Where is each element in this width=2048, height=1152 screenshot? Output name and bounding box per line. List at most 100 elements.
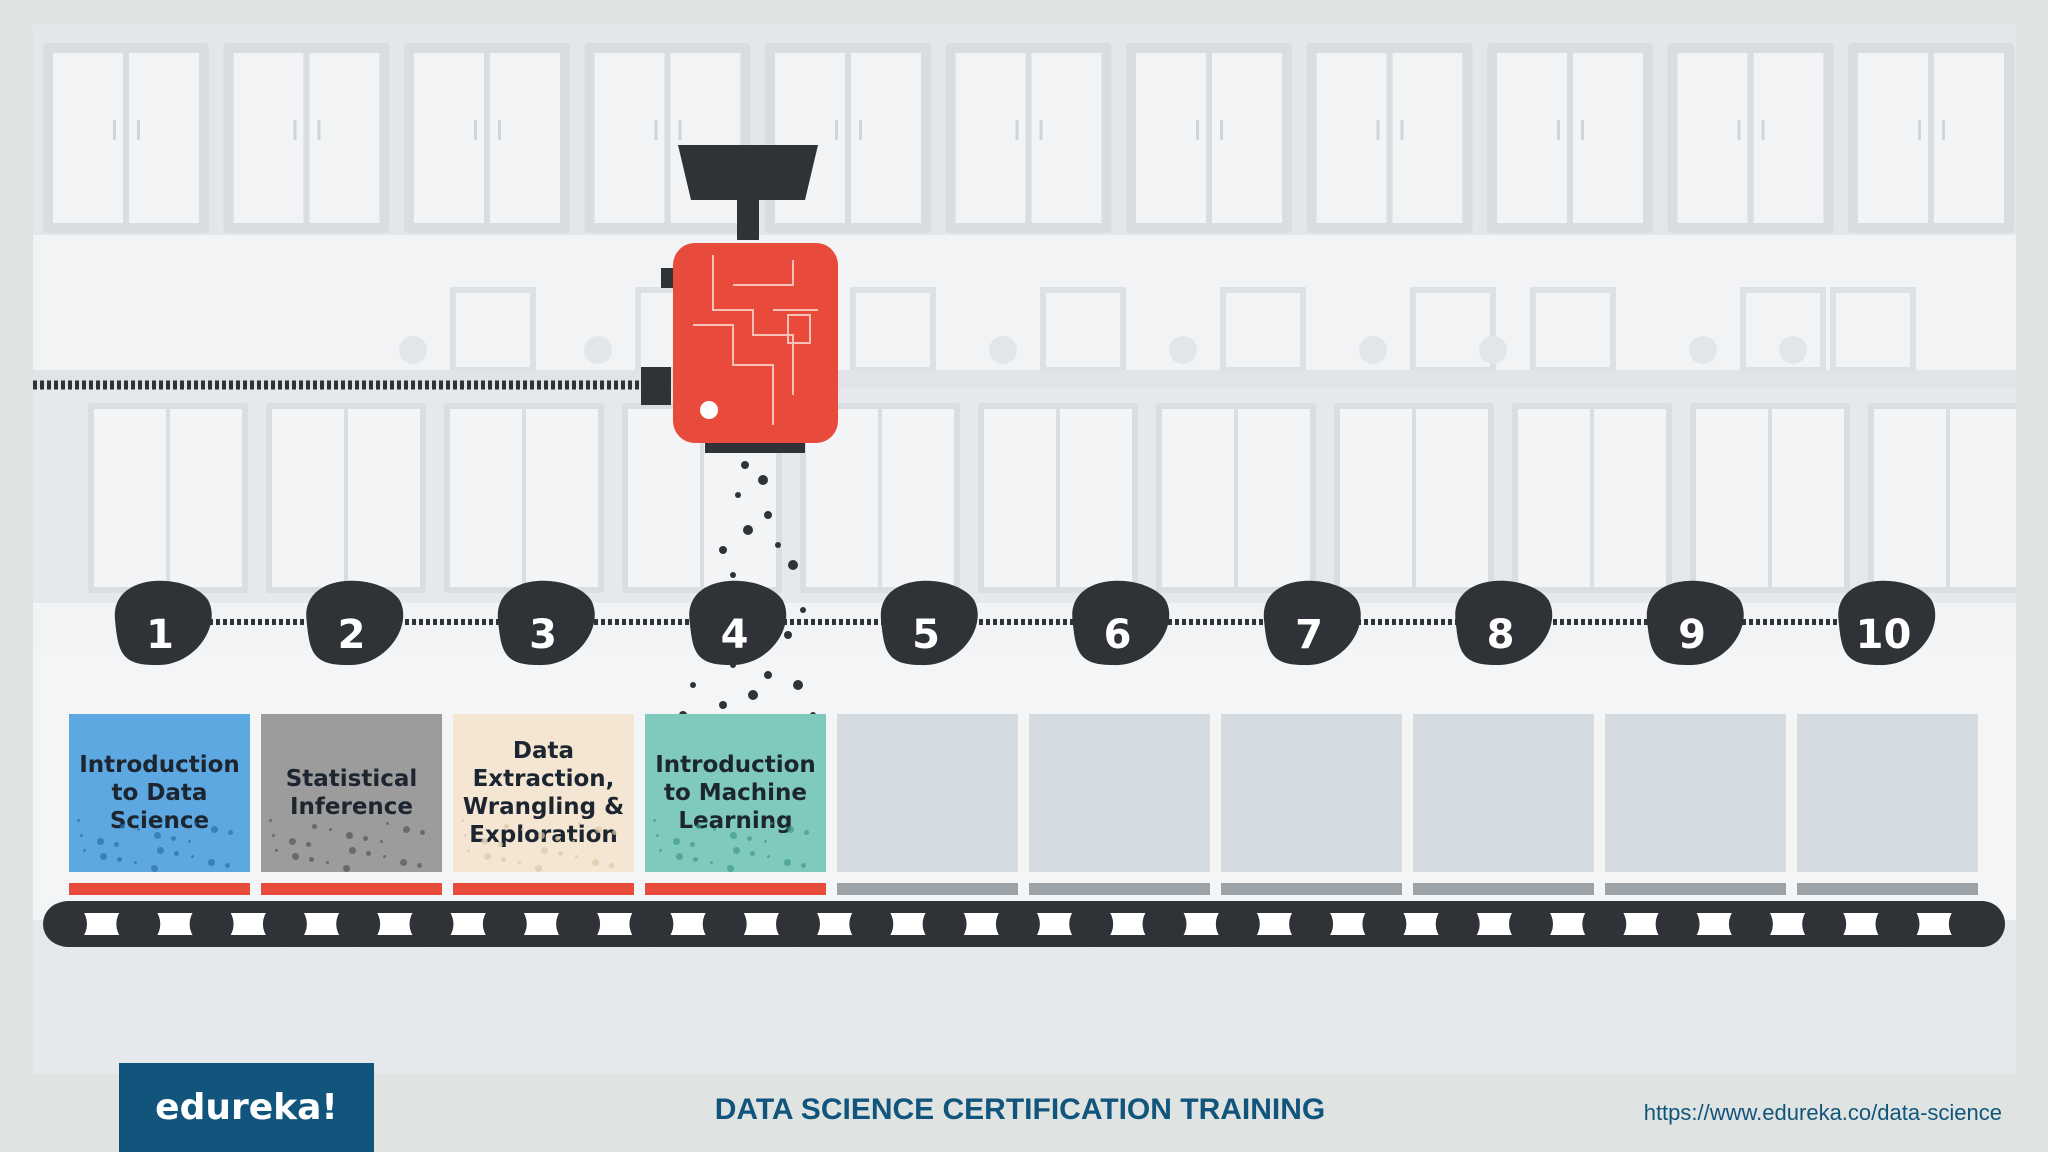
processing-machine-icon [673,243,838,443]
cabinet-handle [1737,120,1741,140]
cabinet-handle [317,120,321,140]
texture-dot [498,842,503,847]
cabinet-door [1031,53,1102,223]
particle [708,600,718,610]
particle [719,546,727,554]
flask-icon [1479,336,1507,364]
cabinet-handle [1220,120,1223,140]
circuit-lines [693,255,818,425]
texture-dot [208,859,215,866]
texture-dot [572,840,575,843]
conveyor-roller [1289,902,1334,946]
cabinet-handle [1376,120,1380,140]
texture-dot [228,830,233,835]
conveyor-roller [1875,902,1920,946]
conveyor-roller [995,902,1040,946]
module-label: Introduction to Machine Learning [655,752,816,834]
module-box-pending [1797,714,1978,872]
texture-dot [343,865,350,872]
lab-rack-icon [850,287,936,373]
module-box-pending [1221,714,1402,872]
conveyor-roller [556,902,601,946]
cabinet-door [1518,409,1590,587]
machine-nozzle [705,443,805,453]
flask-icon [584,336,612,364]
countertop [33,370,2016,388]
cabinet-handle [137,120,140,140]
cabinet-door [1340,409,1412,587]
conveyor-roller [1509,902,1553,946]
cabinet-handle [1196,120,1199,140]
texture-dot [801,863,806,868]
circuit-chip [787,314,811,344]
texture-dot [770,822,773,825]
cabinet-door [233,53,304,223]
cabinet-handle [654,120,658,140]
conveyor-roller [1362,902,1407,946]
cabinet-door [594,53,665,223]
hopper [678,145,818,200]
lab-rack-icon [1410,287,1496,373]
step-badge-icon [114,580,212,666]
cabinet-door [1934,53,2004,223]
flask-icon [1169,336,1197,364]
cabinet-door [984,409,1056,587]
step-number: 8 [1486,612,1515,658]
particle [793,680,803,690]
conveyor-roller [1948,902,1993,946]
texture-dot [366,851,371,856]
cabinet-door [1696,409,1768,587]
progress-bar-done [453,883,634,895]
texture-dot [659,849,662,852]
progress-bar-done [261,883,442,895]
texture-dot [269,819,272,822]
cabinet-handle [293,120,297,140]
step-number: 7 [1295,612,1323,658]
cabinet-door [1772,409,1844,587]
cabinet-door [882,409,954,587]
conveyor-roller [1435,902,1480,946]
texture-dot [97,838,104,845]
step-number: 2 [337,612,366,658]
particle [690,682,696,688]
conveyor-roller [776,902,820,946]
conveyor-roller [1069,902,1114,946]
cabinet-door [1874,409,1946,587]
texture-dot [83,849,86,852]
module-box-completed: Data Extraction, Wrangling & Exploration [453,714,634,872]
texture-dot [363,836,368,841]
lab-rack-icon [1530,287,1616,373]
module-box-pending [1413,714,1594,872]
conveyor-roller [409,902,454,946]
cabinet-door [1677,53,1748,223]
conveyor-roller [849,902,894,946]
texture-dot [191,855,194,858]
texture-dot [504,824,509,829]
cabinet-handle [113,120,116,140]
machine-connector [641,367,671,405]
texture-dot [151,865,158,872]
edureka-logo[interactable]: edureka! [119,1063,374,1152]
module-box-pending [1029,714,1210,872]
texture-dot [225,863,230,868]
texture-dot [309,857,314,862]
particle [784,631,792,639]
progress-bar-pending [1029,883,1210,895]
step-badge-icon [1838,580,1936,666]
texture-dot [804,830,809,835]
cabinet-door [955,53,1026,223]
particle [743,525,753,535]
conveyor-roller [629,902,674,946]
texture-dot [501,857,506,862]
footer-url-link[interactable]: https://www.edureka.co/data-science [1643,1100,2002,1125]
lab-background [33,25,2016,1074]
module-label: Statistical Inference [285,766,418,820]
texture-dot [272,834,275,837]
texture-dot [292,853,299,860]
lab-rack-icon [1220,287,1306,373]
texture-dot [464,834,467,837]
step-number: 3 [529,612,557,658]
texture-dot [329,828,332,831]
texture-dot [100,853,107,860]
